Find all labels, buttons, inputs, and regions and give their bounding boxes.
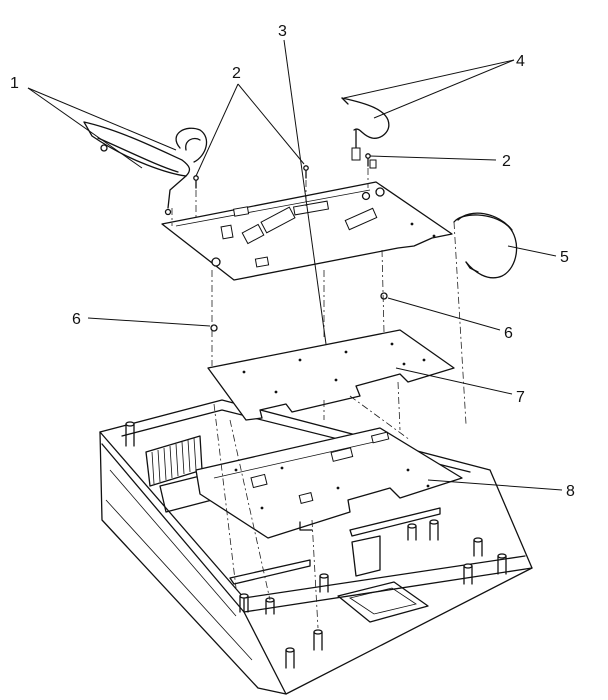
shield-plate [207, 329, 455, 421]
battery-compartment [337, 581, 429, 623]
callout-7: 7 [516, 389, 525, 406]
callout-1: 1 [10, 75, 19, 92]
top-circuit-board [161, 181, 453, 281]
handset-cord [83, 121, 208, 216]
callout-2a: 2 [232, 65, 241, 82]
callout-8: 8 [566, 483, 575, 500]
callout-labels: 1 2 3 4 2 5 6 6 7 8 [10, 23, 575, 500]
screws [193, 153, 388, 332]
callout-5: 5 [560, 249, 569, 266]
mounting-posts [125, 421, 507, 669]
callout-2b: 2 [502, 153, 511, 170]
callout-4: 4 [516, 53, 525, 70]
ribbon-cable [453, 212, 518, 279]
callout-3: 3 [278, 23, 287, 40]
main-circuit-board [195, 427, 463, 539]
assembly-guides [171, 168, 467, 629]
callout-6b: 6 [504, 325, 513, 342]
line-cord [341, 97, 390, 169]
leader-lines [27, 39, 563, 491]
callout-6a: 6 [72, 311, 81, 328]
